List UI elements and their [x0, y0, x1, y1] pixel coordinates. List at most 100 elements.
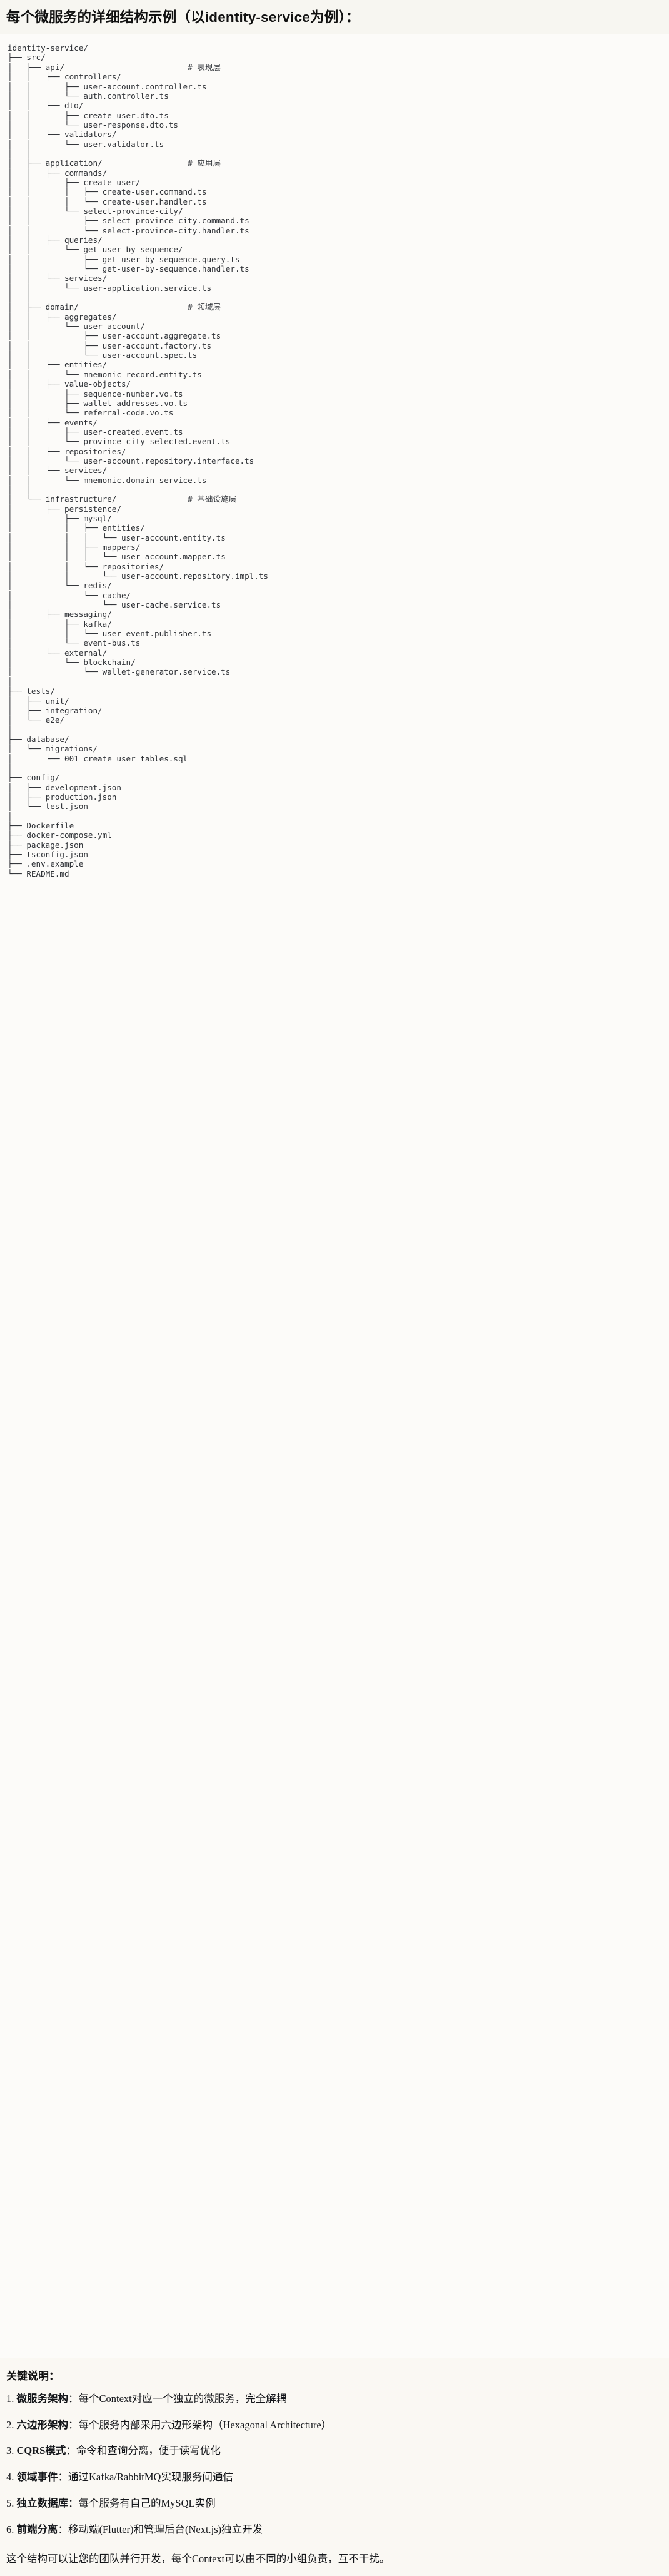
tree-line: ├── tsconfig.json [8, 850, 88, 859]
key-point-separator: ： [68, 2392, 79, 2405]
closing-paragraph: 这个结构可以让您的团队并行开发，每个Context可以由不同的小组负责，互不干扰… [6, 2553, 390, 2565]
key-point-number: 5. [6, 2497, 17, 2509]
key-point-term: 微服务架构 [16, 2392, 69, 2405]
tree-line: │ │ └── redis/ [8, 581, 112, 591]
tree-line: │ │ │ ├── create-user.dto.ts [8, 110, 169, 120]
key-point-term: CQRS模式 [16, 2445, 66, 2457]
tree-line: │ │ │ ├── entities/ [8, 523, 145, 533]
tree-line: │ │ └── user-cache.service.ts [8, 600, 221, 610]
tree-line: │ │ │ ├── user-created.event.ts [8, 427, 183, 437]
tree-line: │ │ ├── controllers/ [8, 72, 121, 82]
tree-line: │ │ │ ├── get-user-by-sequence.query.ts [8, 254, 240, 264]
tree-line: │ ├── messaging/ [8, 609, 112, 619]
tree-line: │ │ ├── dto/ [8, 101, 84, 111]
key-point-item: 3. CQRS模式：命令和查询分离，便于读写优化 [6, 2443, 663, 2459]
tree-line: ├── package.json [8, 840, 84, 850]
tree-line: │ │ │ └── user-account/ [8, 322, 145, 332]
tree-line: │ │ │ │ └── user-account.entity.ts [8, 532, 226, 542]
tree-line: │ │ │ └── mnemonic-record.entity.ts [8, 369, 202, 379]
tree-line: │ │ [8, 293, 31, 303]
key-point-item: 4. 领域事件：通过Kafka/RabbitMQ实现服务间通信 [6, 2470, 663, 2485]
key-point-item: 5. 独立数据库：每个服务有自己的MySQL实例 [6, 2496, 663, 2512]
tree-line: ├── database/ [8, 734, 69, 744]
key-points-list: 1. 微服务架构：每个Context对应一个独立的微服务，完全解耦 2. 六边形架… [6, 2391, 663, 2538]
tree-line: │ │ ├── kafka/ [8, 619, 112, 629]
key-points-heading: 关键说明： [6, 2370, 59, 2382]
tree-line: └── README.md [8, 868, 69, 878]
tree-line: │ │ │ └── get-user-by-sequence/ [8, 245, 183, 255]
key-point-description: 每个服务内部采用六边形架构（Hexagonal Architecture） [78, 2418, 332, 2431]
tree-line: │ │ ├── repositories/ [8, 446, 126, 456]
tree-line-comment: # 应用层 [188, 158, 221, 168]
tree-line: │ │ │ └── select-province-city.handler.t… [8, 225, 249, 235]
tree-line: ├── .env.example [8, 859, 84, 869]
tree-line: │ ├── persistence/ [8, 504, 121, 514]
tree-line: │ │ └── services/ [8, 273, 108, 283]
tree-line: │ │ │ └── user-account.repository.interf… [8, 456, 254, 466]
tree-line: ├── config/ [8, 773, 60, 783]
tree-line: │ ├── unit/ [8, 696, 69, 706]
tree-line: │ ├── integration/ [8, 705, 103, 715]
tree-line: │ │ │ └── get-user-by-sequence.handler.t… [8, 264, 249, 274]
tree-line: │ │ │ └── user-event.publisher.ts [8, 629, 212, 639]
key-point-number: 3. [6, 2445, 17, 2457]
key-point-separator: ： [58, 2471, 69, 2483]
tree-line: │ └── blockchain/ [8, 658, 136, 668]
tree-line: │ │ │ ├── mappers/ [8, 542, 141, 552]
tree-line: │ │ └── user-application.service.ts [8, 283, 212, 293]
key-point-term: 六边形架构 [16, 2418, 69, 2431]
tree-line: │ │ ├── commands/ [8, 168, 108, 178]
key-point-separator: ： [68, 2418, 79, 2431]
tree-line: │ │ [8, 484, 31, 494]
key-point-description: 通过Kafka/RabbitMQ实现服务间通信 [68, 2471, 233, 2483]
tree-line: │ └── migrations/ [8, 744, 98, 754]
tree-line: │ ├── production.json [8, 792, 117, 802]
tree-line: │ [8, 811, 13, 821]
tree-line: │ │ └── mnemonic.domain-service.ts [8, 475, 207, 485]
key-point-separator: ： [68, 2497, 79, 2509]
tree-line: │ └── wallet-generator.service.ts [8, 667, 231, 677]
tree-line: │ │ └── user.validator.ts [8, 139, 164, 149]
tree-line: │ │ │ └── user-account.repository.impl.t… [8, 571, 269, 581]
tree-line: ├── docker-compose.yml [8, 830, 112, 840]
tree-line: │ └── infrastructure/ # 基础设施层 [8, 494, 237, 504]
tree-line: │ │ ├── entities/ [8, 360, 108, 370]
key-point-description: 命令和查询分离，便于读写优化 [76, 2445, 221, 2457]
tree-line: │ └── test.json [8, 802, 88, 812]
directory-tree: identity-service/├── src/│ ├── api/ # 表现… [0, 43, 669, 878]
tree-line: │ │ │ ├── select-province-city.command.t… [8, 216, 249, 226]
tree-line: │ │ └── services/ [8, 466, 108, 476]
tree-line: │ │ │ │ ├── create-user.command.ts [8, 187, 207, 197]
tree-line: │ │ ├── events/ [8, 417, 98, 427]
key-point-number: 1. [6, 2392, 17, 2405]
key-point-term: 前端分离 [16, 2523, 58, 2535]
tree-line: │ ├── development.json [8, 782, 121, 792]
tree-line: │ │ │ ├── wallet-addresses.vo.ts [8, 398, 188, 408]
tree-line: │ [8, 676, 13, 686]
tree-line: │ │ ├── queries/ [8, 235, 103, 245]
tree-line: │ │ │ └── province-city-selected.event.t… [8, 437, 231, 447]
tree-line: │ [8, 725, 13, 735]
directory-tree-block: identity-service/├── src/│ ├── api/ # 表现… [0, 34, 669, 2358]
tree-line: │ │ │ ├── create-user/ [8, 177, 141, 187]
title-bar: 每个微服务的详细结构示例（以identity-service为例）： [0, 0, 669, 35]
tree-line: │ │ │ ├── user-account.factory.ts [8, 340, 212, 350]
page-title: 每个微服务的详细结构示例（以identity-service为例）： [6, 9, 360, 25]
tree-line: │ │ │ └── user-account.spec.ts [8, 350, 198, 360]
tree-line: ├── src/ [8, 53, 46, 63]
tree-line: │ │ │ └── repositories/ [8, 561, 164, 571]
key-point-number: 2. [6, 2418, 17, 2431]
key-point-term: 独立数据库 [16, 2497, 69, 2509]
tree-line: │ │ [8, 148, 31, 158]
key-point-item: 1. 微服务架构：每个Context对应一个独立的微服务，完全解耦 [6, 2391, 663, 2407]
tree-line: │ ├── api/ # 表现层 [8, 62, 221, 72]
tree-line: ├── Dockerfile [8, 820, 74, 830]
tree-line: │ │ │ ├── sequence-number.vo.ts [8, 389, 183, 399]
tree-line-comment: # 领域层 [188, 302, 221, 312]
key-point-separator: ： [66, 2445, 76, 2457]
key-points-section: 关键说明： 1. 微服务架构：每个Context对应一个独立的微服务，完全解耦 2… [0, 2357, 669, 2576]
key-point-description: 移动端(Flutter)和管理后台(Next.js)独立开发 [68, 2523, 263, 2535]
tree-line: │ │ │ └── select-province-city/ [8, 206, 183, 216]
tree-line: │ [8, 763, 13, 773]
